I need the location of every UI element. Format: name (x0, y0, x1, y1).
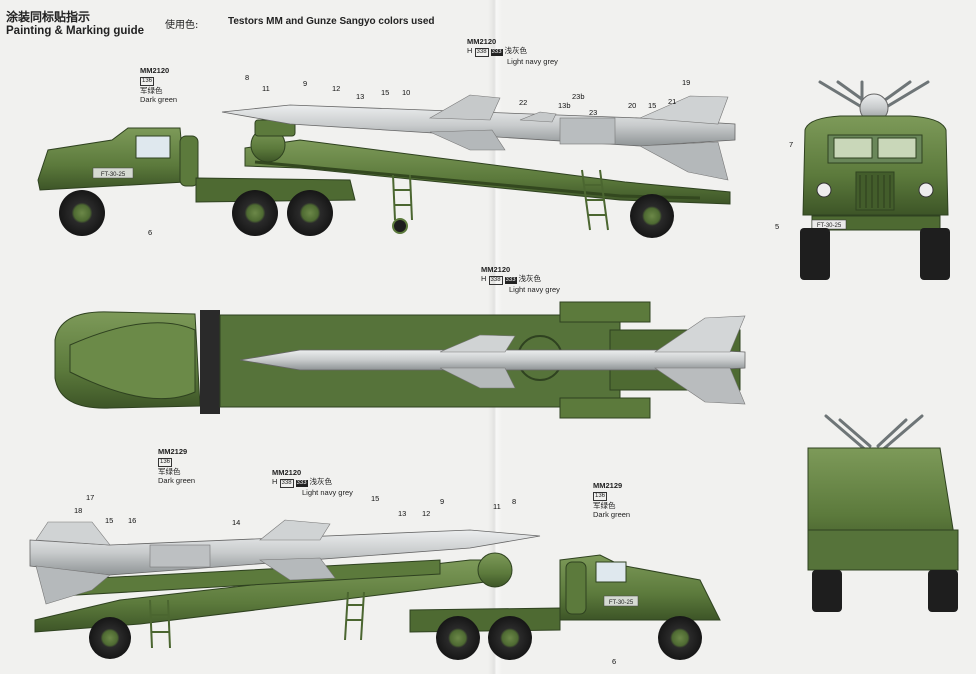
part-number: 23 (589, 108, 598, 117)
callout-dark-green-1: MM2120 136 军绿色 Dark green (140, 66, 178, 104)
missile-top-side (221, 94, 736, 181)
part-number: 7 (789, 140, 794, 149)
callout-dark-green-2: MM2129 136 军绿色 Dark green (158, 447, 196, 485)
side-view-top: FT-30-25 (37, 94, 736, 238)
part-number: 12 (332, 84, 341, 93)
colors-used-cn: 使用色: (165, 20, 199, 31)
plate-top (92, 167, 134, 179)
part-number: 14 (232, 518, 241, 527)
front-view: FT-30-25 (800, 80, 950, 280)
part-number: 12 (422, 509, 431, 518)
part-number: 5 (775, 222, 780, 231)
part-number: 18 (74, 506, 83, 515)
part-number: 10 (402, 88, 411, 97)
part-number: 17 (86, 493, 95, 502)
trailer-support-wheel (392, 218, 408, 234)
part-number: 13 (356, 92, 365, 101)
wheel-bottom-4 (658, 616, 702, 660)
rear-view (807, 414, 959, 612)
truck-top-side: FT-30-25 (37, 127, 356, 203)
wheel-top-4 (630, 194, 674, 238)
missile-plan (239, 315, 746, 405)
wheel-bottom-2 (436, 616, 480, 660)
part-number: 13 (398, 509, 407, 518)
callout-dark-green-3: MM2129 136 军绿色 Dark green (593, 481, 631, 519)
part-number: 9 (440, 497, 445, 506)
missile-bottom-side (29, 519, 541, 605)
part-number: 15 (648, 101, 657, 110)
guide-title-cn: 涂装同标贴指示 (6, 10, 91, 24)
guide-title-en: Painting & Marking guide (6, 25, 145, 37)
ladder-top (392, 169, 609, 231)
wheel-bottom-1 (89, 617, 131, 659)
plan-view (54, 301, 746, 419)
wheel-top-2 (232, 190, 278, 236)
plate-top-text: FT-30-25 (101, 172, 126, 178)
part-number: 8 (512, 497, 517, 506)
part-number: 16 (128, 516, 137, 525)
part-number: 11 (262, 84, 270, 93)
trailer-rail-top (254, 160, 701, 200)
plate-bottom (603, 595, 639, 607)
part-number: 21 (668, 97, 677, 106)
side-view-bottom: FT-30-25 (29, 519, 721, 660)
colors-used-en: Testors MM and Gunze Sangyo colors used (228, 16, 435, 27)
wheel-bottom-3 (488, 616, 532, 660)
part-number: 8 (245, 73, 250, 82)
part-number: 15 (105, 516, 114, 525)
part-number: 13b (558, 101, 571, 110)
part-number: 23b (572, 92, 585, 101)
plate-front (811, 219, 847, 230)
wheel-top-1 (59, 190, 105, 236)
part-number: 15 (371, 494, 380, 503)
part-number: 6 (148, 228, 153, 237)
part-number: 11 (493, 502, 501, 511)
part-number: 19 (682, 78, 691, 87)
plate-bottom-text: FT-30-25 (609, 600, 634, 606)
part-number: 20 (628, 101, 637, 110)
part-number: 22 (519, 98, 528, 107)
plate-front-text: FT-30-25 (817, 223, 842, 229)
part-number: 15 (381, 88, 390, 97)
part-number: 9 (303, 79, 308, 88)
trailer-frame-top (244, 139, 731, 205)
part-number: 6 (612, 657, 617, 666)
wheel-top-3 (287, 190, 333, 236)
